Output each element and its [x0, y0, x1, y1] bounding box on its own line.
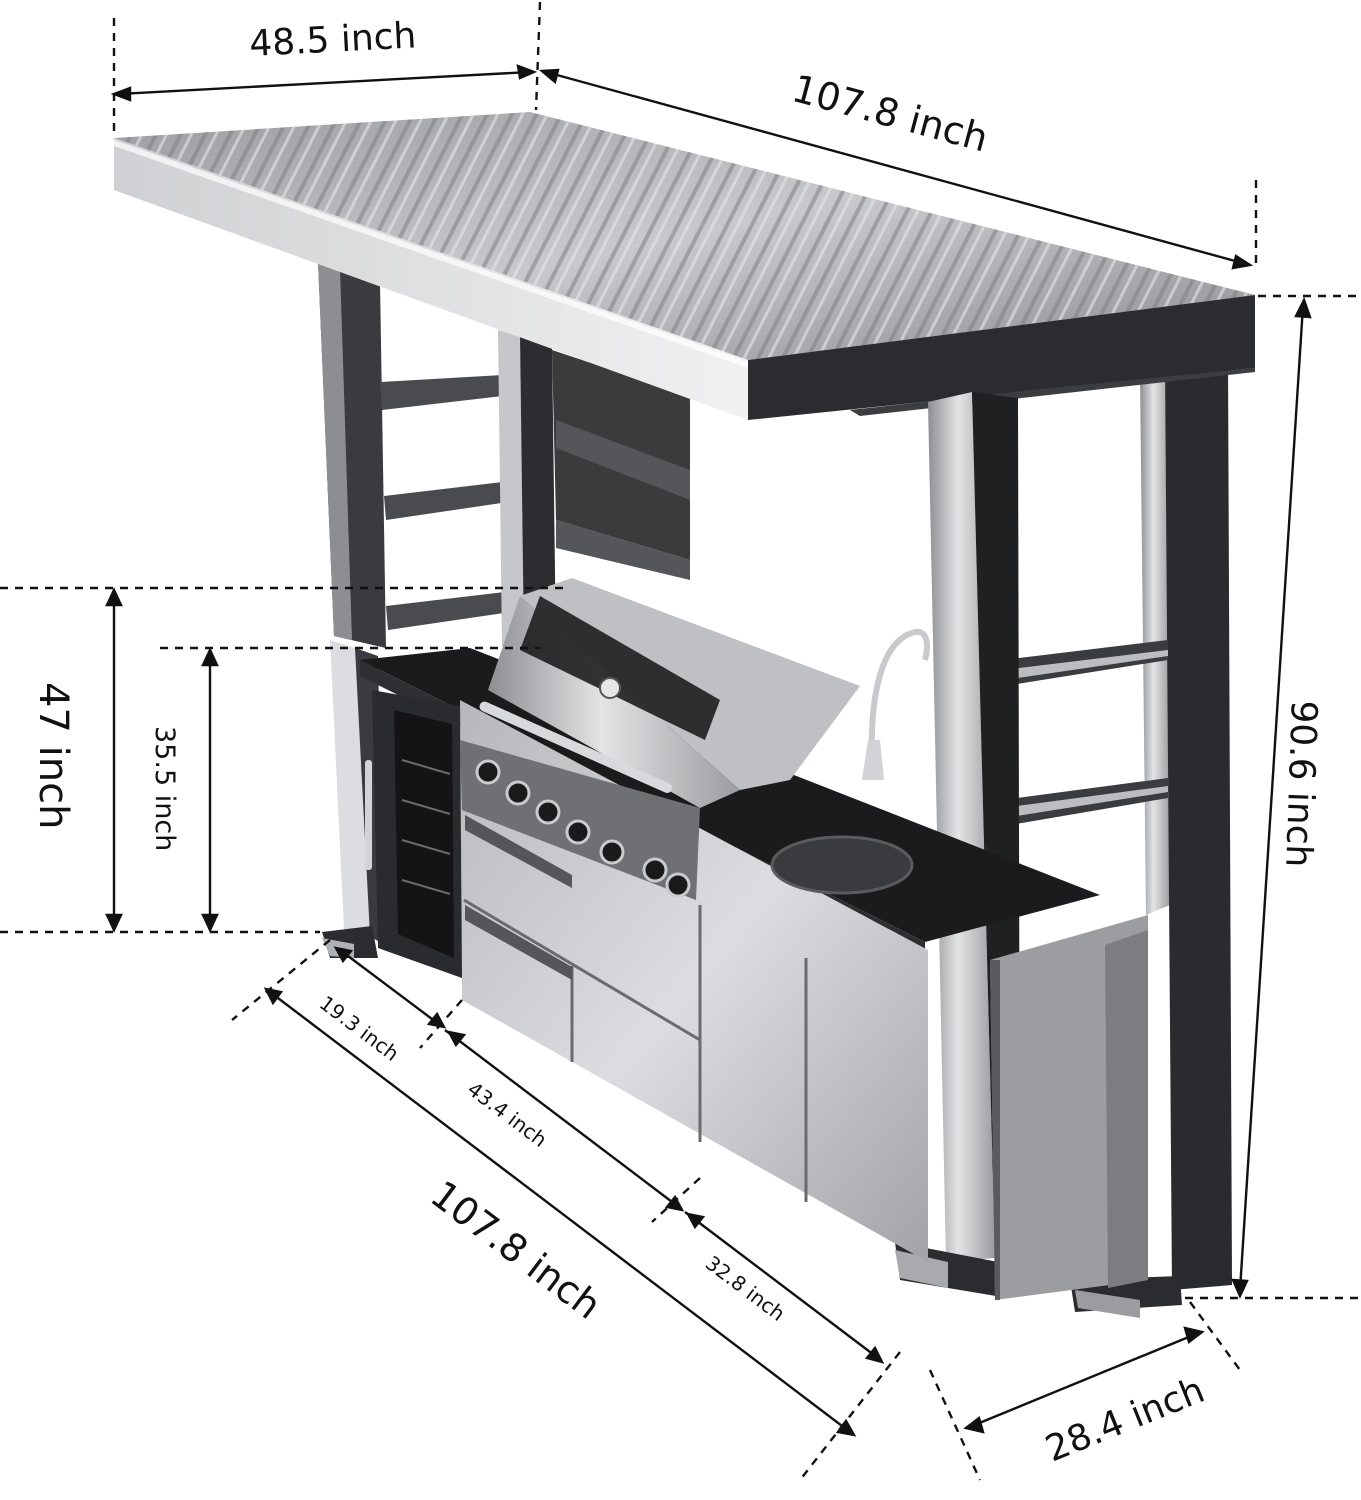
label-total-height: 90.6 inch	[1277, 700, 1324, 868]
sink-faucet	[770, 628, 930, 895]
beverage-fridge	[365, 690, 462, 978]
dim-counter-top-height	[105, 587, 123, 933]
dim-base-length	[263, 987, 857, 1437]
grill-window	[520, 596, 720, 740]
dim-roof-depth	[110, 64, 538, 102]
dim-counter-height	[201, 647, 219, 933]
rear-middle-post	[498, 330, 690, 650]
grill-handle	[479, 701, 673, 793]
corrugated-roof	[114, 112, 1255, 420]
thermometer-icon	[599, 677, 621, 699]
dim-segments	[333, 946, 885, 1364]
faucet-icon	[862, 740, 884, 780]
right-shelves	[1002, 640, 1168, 826]
sink-basin	[770, 835, 914, 895]
rear-left-post	[318, 262, 386, 648]
label-fridge-width: 19.3 inch	[315, 991, 404, 1066]
fridge-handle	[365, 760, 372, 870]
label-counter-top-height: 47 inch	[30, 682, 76, 829]
label-grill-width: 43.4 inch	[463, 1077, 552, 1152]
label-counter-height: 35.5 inch	[149, 726, 180, 851]
kitchen-structure	[114, 112, 1255, 1318]
gas-grill	[460, 578, 860, 900]
rear-right-post	[1070, 362, 1232, 1318]
dim-base-depth	[963, 1326, 1205, 1434]
grill-knobs	[475, 759, 691, 898]
dim-total-height	[1231, 296, 1312, 1299]
label-base-depth: 28.4 inch	[1040, 1370, 1210, 1471]
dim-roof-length	[538, 68, 1254, 270]
rear-shelves	[380, 374, 524, 630]
label-base-length: 107.8 inch	[423, 1172, 610, 1328]
label-sink-width: 32.8 inch	[701, 1251, 790, 1326]
label-roof-depth: 48.5 inch	[248, 15, 417, 65]
